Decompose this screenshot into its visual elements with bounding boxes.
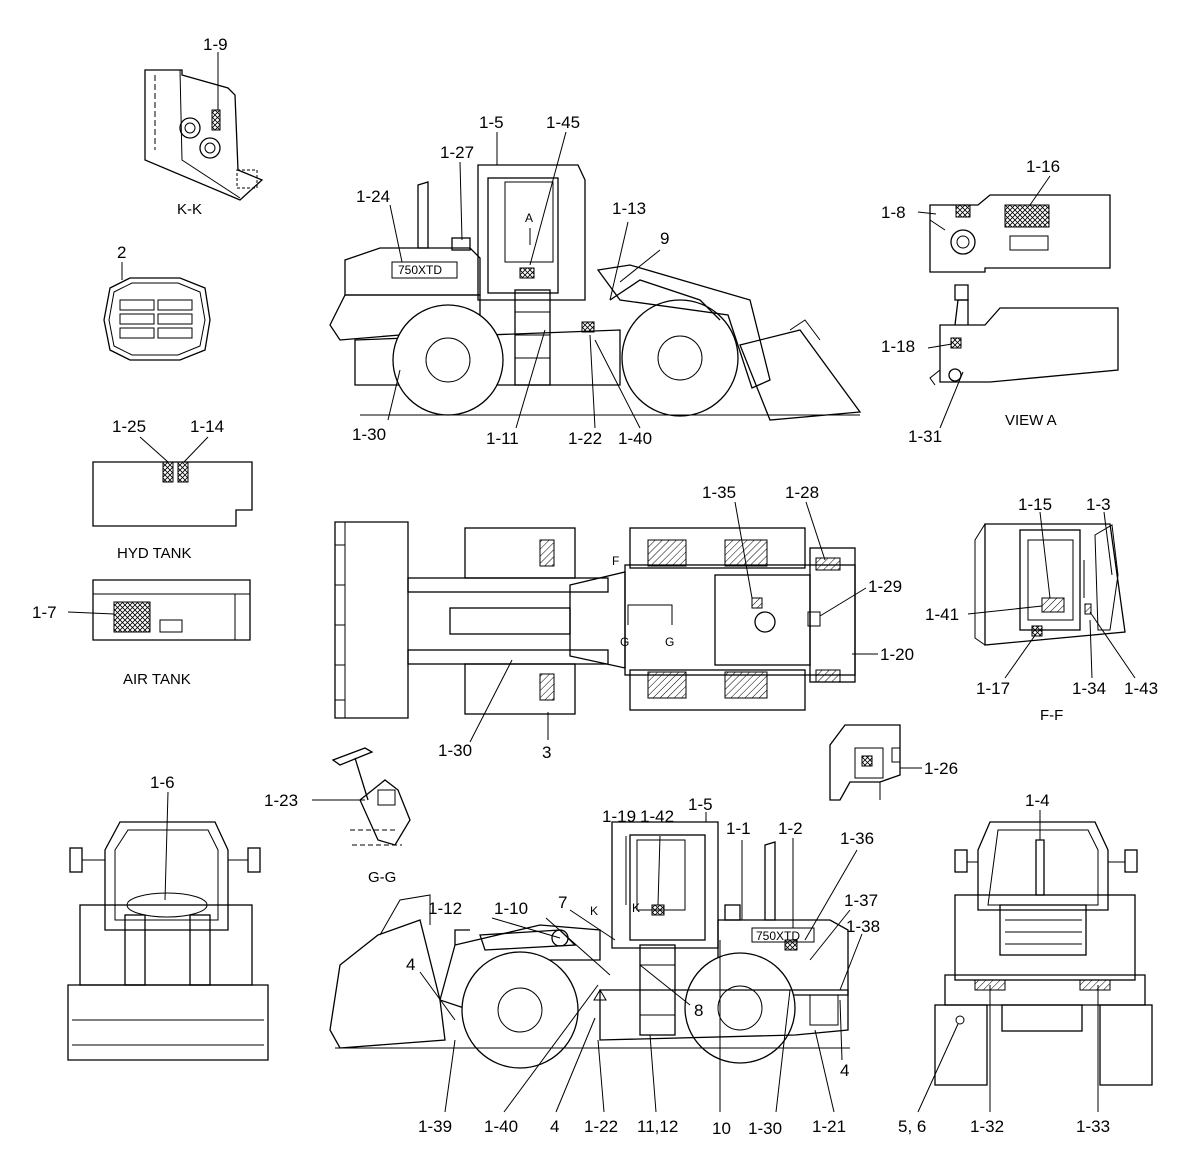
section-ff	[967, 511, 1136, 679]
section-gg	[312, 747, 411, 846]
callout-1-30-bottom: 1-30	[748, 1119, 782, 1138]
callout-1-30-top: 1-30	[352, 425, 386, 444]
hyd-tank	[92, 436, 253, 527]
callout-1-42: 1-42	[640, 807, 674, 826]
callout-1-38: 1-38	[846, 917, 880, 936]
caption-ff: F-F	[1040, 707, 1063, 724]
callout-1-37: 1-37	[844, 891, 878, 910]
caption-hyd-tank: HYD TANK	[117, 545, 191, 562]
callout-1-20: 1-20	[880, 645, 914, 664]
callout-1-30-mid: 1-30	[438, 741, 472, 760]
callout-1-9: 1-9	[203, 35, 228, 54]
callout-1-34: 1-34	[1072, 679, 1106, 698]
callout-1-12: 1-12	[428, 899, 462, 918]
marker-k-left: K	[590, 904, 598, 918]
marker-g-right: G	[665, 635, 674, 649]
callout-8: 8	[694, 1001, 703, 1020]
callout-1-40-bottom: 1-40	[484, 1117, 518, 1136]
callout-1-19: 1-19	[602, 807, 636, 826]
callout-1-26: 1-26	[924, 759, 958, 778]
callout-4-right: 4	[840, 1061, 849, 1080]
loader-front-view	[67, 791, 269, 1061]
callout-1-28: 1-28	[785, 483, 819, 502]
callout-1-6: 1-6	[150, 773, 175, 792]
callout-1-5-bottom: 1-5	[688, 795, 713, 814]
caption-kk: K-K	[177, 201, 202, 218]
callout-1-23: 1-23	[264, 791, 298, 810]
marker-f: F	[612, 554, 619, 568]
callout-1-14: 1-14	[190, 417, 224, 436]
callout-1-1: 1-1	[726, 819, 751, 838]
loader-side-view-top: 750XTD	[329, 131, 862, 429]
callout-1-36: 1-36	[840, 829, 874, 848]
callout-9: 9	[660, 229, 669, 248]
callout-1-3: 1-3	[1086, 495, 1111, 514]
callout-1-43: 1-43	[1124, 679, 1158, 698]
callout-1-17: 1-17	[976, 679, 1010, 698]
callout-3: 3	[542, 743, 551, 762]
detail-1-26	[829, 724, 922, 801]
callout-10: 10	[712, 1119, 731, 1138]
callout-1-29: 1-29	[868, 577, 902, 596]
callout-1-35: 1-35	[702, 483, 736, 502]
callout-1-31: 1-31	[908, 427, 942, 446]
marker-g-left: G	[620, 635, 629, 649]
callout-1-33: 1-33	[1076, 1117, 1110, 1136]
callout-1-16: 1-16	[1026, 157, 1060, 176]
callout-1-2: 1-2	[778, 819, 803, 838]
decal-2	[103, 262, 211, 361]
callout-1-40-top: 1-40	[618, 429, 652, 448]
callout-1-45: 1-45	[546, 113, 580, 132]
marker-k-right: K	[632, 901, 640, 915]
callout-1-5-top: 1-5	[479, 113, 504, 132]
callout-11-12: 11,12	[637, 1117, 678, 1136]
callout-1-27: 1-27	[440, 143, 474, 162]
loader-rear-view	[917, 810, 1153, 1113]
callout-1-25: 1-25	[112, 417, 146, 436]
callout-1-22-bottom: 1-22	[584, 1117, 618, 1136]
air-tank	[67, 579, 251, 641]
loader-side-view-bottom: K K 750XTD	[329, 812, 863, 1113]
callout-1-7: 1-7	[32, 603, 57, 622]
callout-1-22-top: 1-22	[568, 429, 602, 448]
callout-4-bottom: 4	[550, 1117, 559, 1136]
callout-1-11: 1-11	[486, 429, 519, 448]
callout-1-32: 1-32	[970, 1117, 1004, 1136]
callout-1-15: 1-15	[1018, 495, 1052, 514]
callout-1-13: 1-13	[612, 199, 646, 218]
caption-gg: G-G	[368, 869, 396, 886]
callout-7: 7	[558, 893, 567, 912]
callout-5-6: 5, 6	[898, 1117, 926, 1136]
callout-1-18: 1-18	[881, 337, 915, 356]
callout-1-39: 1-39	[418, 1117, 452, 1136]
caption-view-a: VIEW A	[1005, 412, 1057, 429]
callout-1-10: 1-10	[494, 899, 528, 918]
callout-4-left: 4	[406, 955, 415, 974]
callout-1-21: 1-21	[812, 1117, 846, 1136]
callout-1-8: 1-8	[881, 203, 906, 222]
callout-1-24: 1-24	[356, 187, 390, 206]
marker-a: A	[525, 211, 533, 225]
section-kk	[144, 52, 264, 201]
view-a	[917, 175, 1119, 429]
callout-1-41: 1-41	[925, 605, 959, 624]
caption-air-tank: AIR TANK	[123, 671, 191, 688]
loader-top-view: F G G	[334, 501, 878, 743]
callout-1-4: 1-4	[1025, 791, 1050, 810]
model-decal-top: 750XTD	[398, 263, 442, 277]
callout-2: 2	[117, 243, 126, 262]
